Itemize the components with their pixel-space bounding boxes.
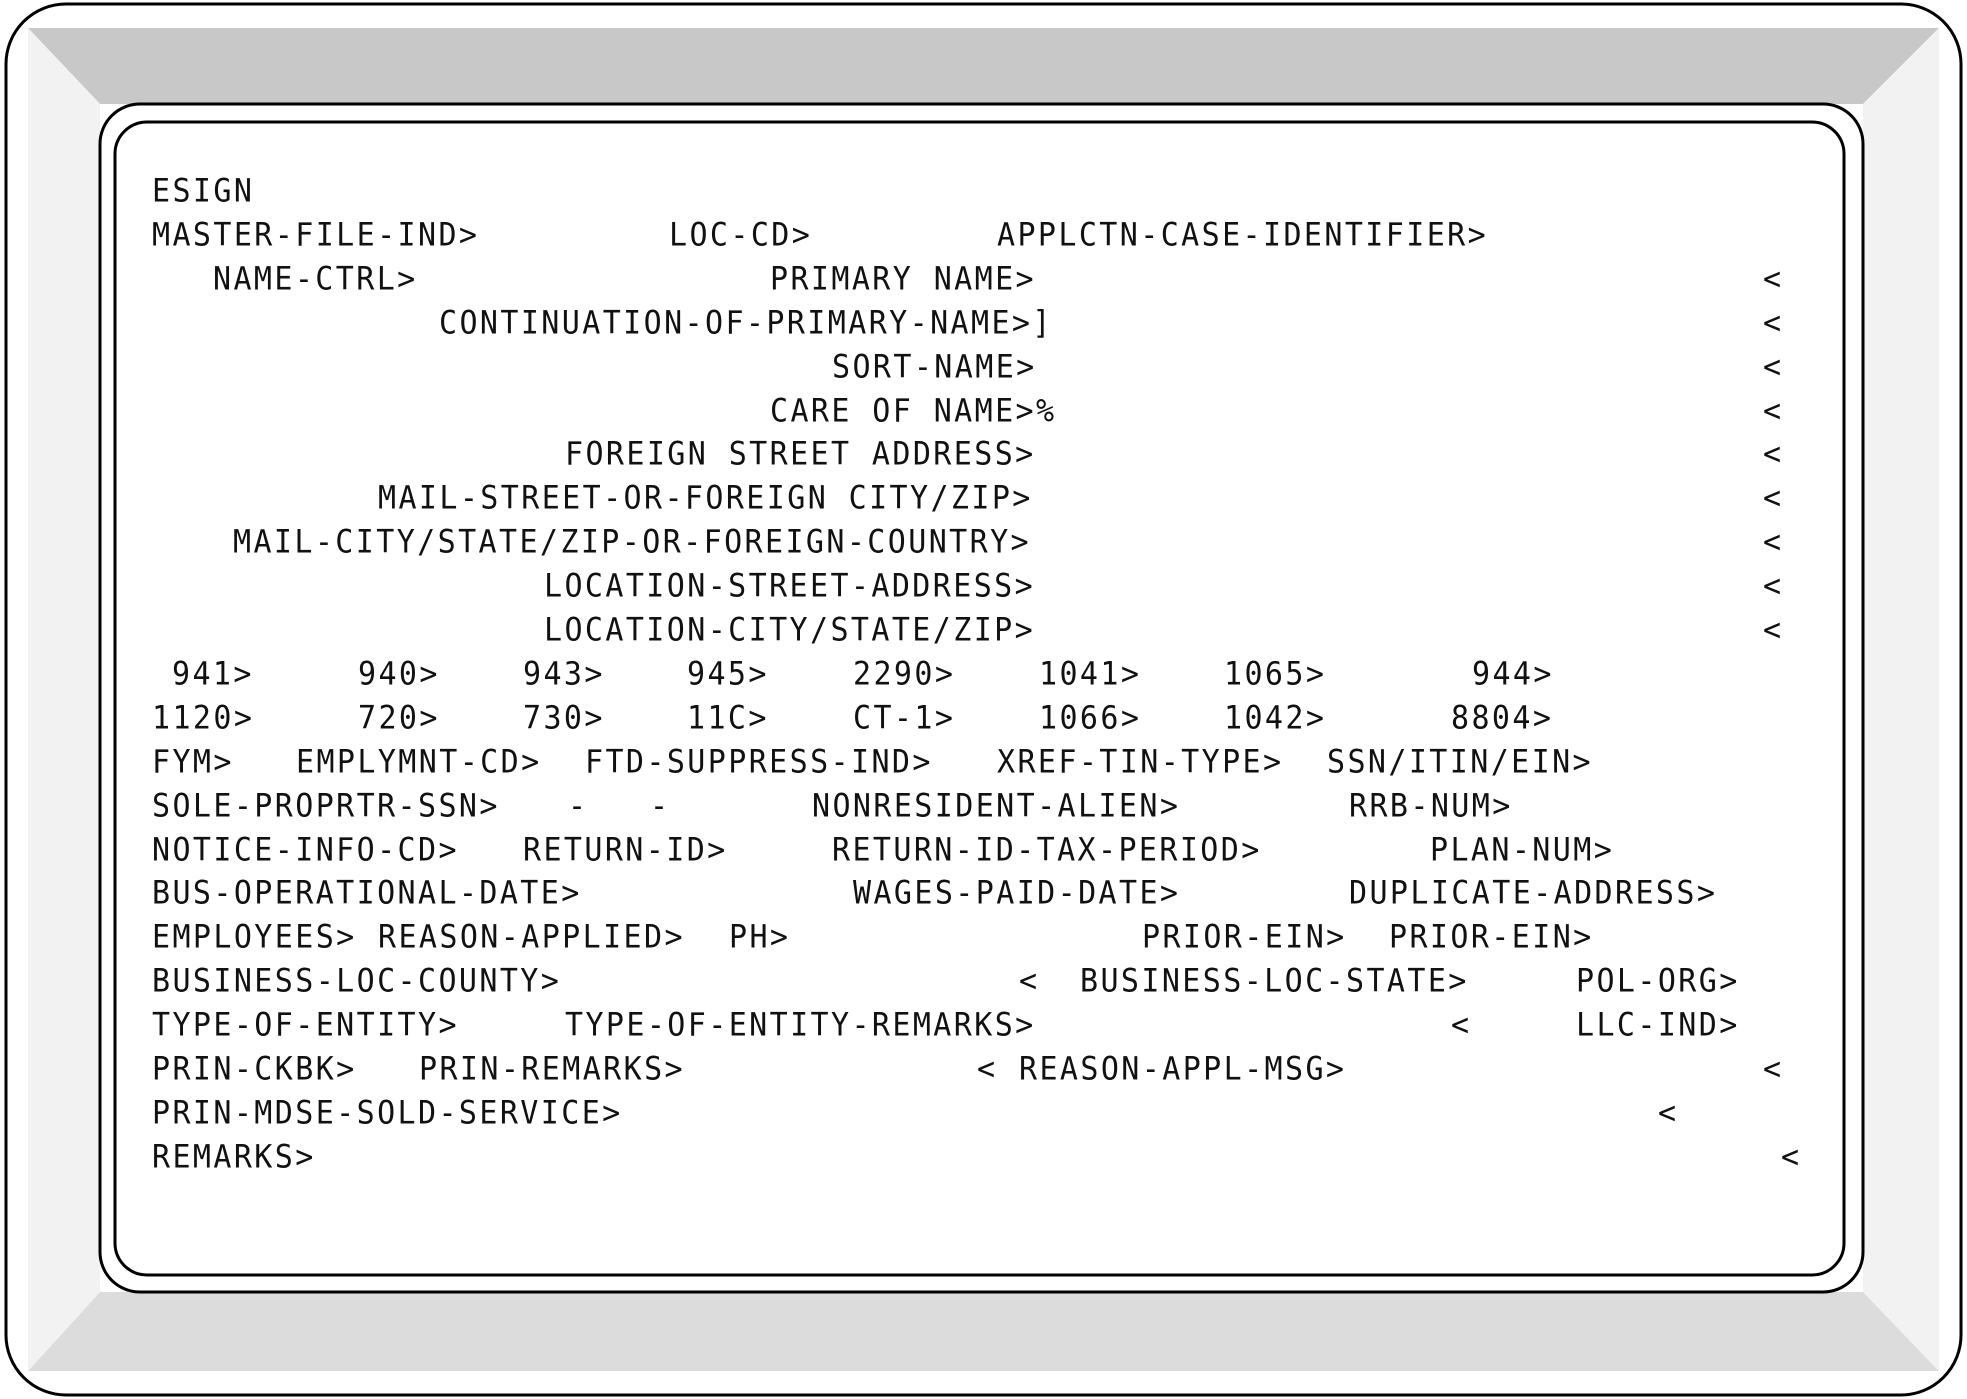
ssn-separator: - [650,787,671,826]
field-label-prin-remarks: PRIN-REMARKS> [419,1050,685,1089]
field-label-fym: FYM> [152,743,234,782]
field-label-duplicate-address: DUPLICATE-ADDRESS> [1349,874,1718,913]
field-label-type-of-entity-remarks: TYPE-OF-ENTITY-REMARKS> [565,1006,1036,1045]
field-end-marker: < [1763,435,1784,474]
field-end-marker: < [1763,1050,1784,1089]
field-label-plan-num: PLAN-NUM> [1430,831,1615,870]
field-label-foreign-street-address: FOREIGN STREET ADDRESS> [565,435,1036,474]
field-end-marker: < [1763,348,1784,387]
field-label-sole-proprtr-ssn: SOLE-PROPRTR-SSN> [152,787,500,826]
field-end-marker: < [1781,1138,1802,1177]
screen-title: ESIGN [152,172,255,211]
field-label-1042: 1042> [1224,699,1327,738]
field-end-marker: < [1763,523,1784,562]
field-label-sort-name: SORT-NAME> [832,348,1037,387]
field-label-location-street-address: LOCATION-STREET-ADDRESS> [544,567,1036,606]
field-label-name-ctrl: NAME-CTRL> [213,260,418,299]
field-label-llc-ind: LLC-IND> [1576,1006,1740,1045]
field-end-marker: < [1763,479,1784,518]
field-label-ftd-suppress-ind: FTD-SUPPRESS-IND> [585,743,933,782]
field-label-notice-info-cd: NOTICE-INFO-CD> [152,831,459,870]
ssn-separator: - [568,787,589,826]
field-label-wages-paid-date: WAGES-PAID-DATE> [853,874,1181,913]
field-label-location-city-state-zip: LOCATION-CITY/STATE/ZIP> [544,611,1036,650]
field-label-reason-applied: REASON-APPLIED> [378,918,685,957]
field-label-rrb-num: RRB-NUM> [1349,787,1513,826]
field-label-xref-tin-type: XREF-TIN-TYPE> [997,743,1284,782]
field-end-marker: < [1658,1094,1679,1133]
field-label-loc-cd: LOC-CD> [669,216,813,255]
field-label-master-file-ind: MASTER-FILE-IND> [152,216,480,255]
field-label-1065: 1065> [1224,655,1327,694]
field-label-emplymnt-cd: EMPLYMNT-CD> [296,743,542,782]
field-label-return-id: RETURN-ID> [523,831,728,870]
field-label-prin-ckbk: PRIN-CKBK> [152,1050,357,1089]
field-label-remarks: REMARKS> [152,1138,316,1177]
field-label-primary-name: PRIMARY NAME> [770,260,1036,299]
field-label-business-loc-county: BUSINESS-LOC-COUNTY> [152,962,562,1001]
field-label-ssn-itin-ein: SSN/ITIN/EIN> [1327,743,1593,782]
field-label-prior-ein: PRIOR-EIN> [1389,918,1594,957]
field-end-marker: < [1019,962,1040,1001]
field-label-2290: 2290> [853,655,956,694]
field-label-ct-1: CT-1> [853,699,956,738]
field-label-applctn-case-identifier: APPLCTN-CASE-IDENTIFIER> [997,216,1489,255]
field-end-marker: < [1763,260,1784,299]
field-label-mail-street-or-foreign-city-zip: MAIL-STREET-OR-FOREIGN CITY/ZIP> [378,479,1033,518]
field-label-type-of-entity: TYPE-OF-ENTITY> [152,1006,459,1045]
field-label-prin-mdse-sold-service: PRIN-MDSE-SOLD-SERVICE> [152,1094,623,1133]
field-end-marker: < [977,1050,998,1089]
field-label-944: 944> [1472,655,1554,694]
field-label-employees: EMPLOYEES> [152,918,357,957]
field-end-marker: < [1763,304,1784,343]
field-label-8804: 8804> [1451,699,1554,738]
field-label-pol-org: POL-ORG> [1576,962,1740,1001]
field-end-marker: < [1763,567,1784,606]
field-label-730: 730> [523,699,605,738]
field-end-marker: < [1763,392,1784,431]
field-label-943: 943> [523,655,605,694]
field-label-prior-ein: PRIOR-EIN> [1142,918,1347,957]
field-label-720: 720> [358,699,440,738]
field-label-mail-city-state-zip-or-foreign-country: MAIL-CITY/STATE/ZIP-OR-FOREIGN-COUNTRY> [233,523,1031,562]
field-label-941: 941> [172,655,254,694]
field-label-business-loc-state: BUSINESS-LOC-STATE> [1080,962,1469,1001]
field-end-marker: < [1763,611,1784,650]
field-label-continuation-of-primary-name: CONTINUATION-OF-PRIMARY-NAME>] [439,304,1053,343]
field-label-1041: 1041> [1039,655,1142,694]
field-label-nonresident-alien: NONRESIDENT-ALIEN> [812,787,1181,826]
field-label-11c: 11C> [687,699,769,738]
field-label-bus-operational-date: BUS-OPERATIONAL-DATE> [152,874,582,913]
field-end-marker: < [1451,1006,1472,1045]
field-label-945: 945> [687,655,769,694]
field-label-1066: 1066> [1039,699,1142,738]
field-label-940: 940> [358,655,440,694]
field-label-care-of-name: CARE OF NAME>% [770,392,1057,431]
field-label-reason-appl-msg: REASON-APPL-MSG> [1019,1050,1347,1089]
field-label-ph: PH> [729,918,791,957]
field-label-1120: 1120> [152,699,255,738]
field-label-return-id-tax-period: RETURN-ID-TAX-PERIOD> [832,831,1262,870]
